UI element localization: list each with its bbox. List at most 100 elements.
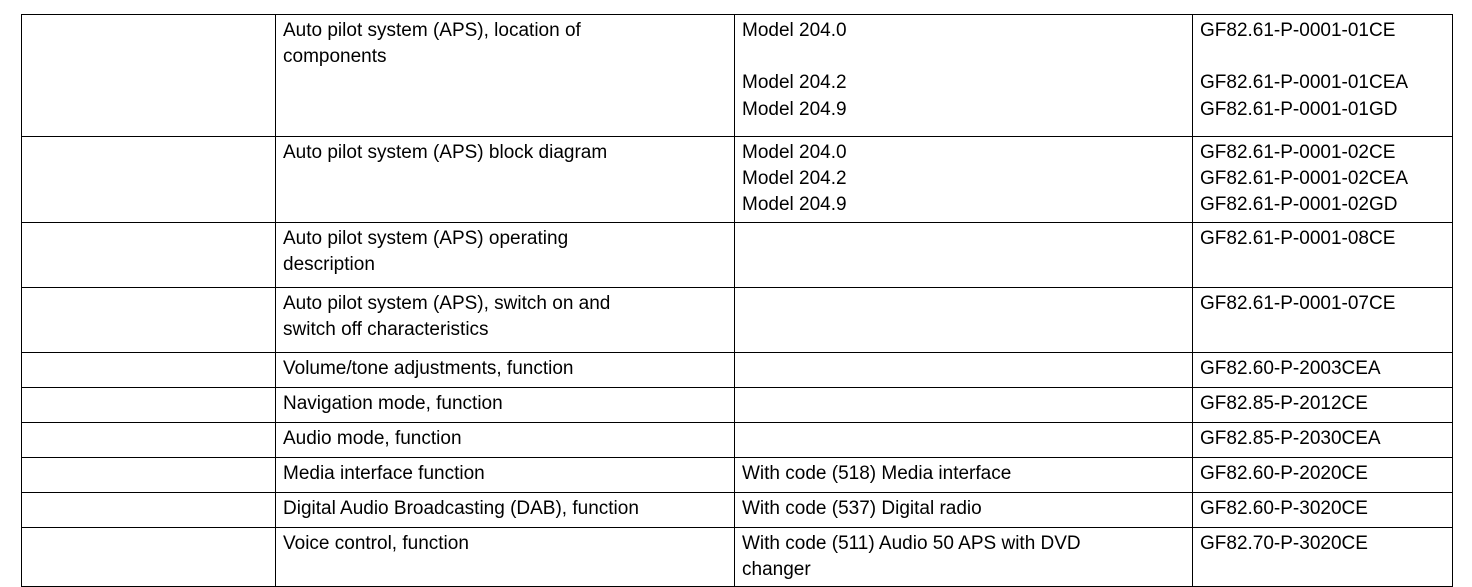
- cell-model: [734, 422, 1193, 458]
- cell-reference: [21, 14, 276, 137]
- cell-document-number: GF82.85-P-2030CEA: [1192, 422, 1453, 458]
- cell-document-number-content: GF82.85-P-2030CEA: [1200, 426, 1446, 452]
- cell-title-content: Auto pilot system (APS) block diagram: [283, 140, 728, 166]
- cell-title-content: Volume/tone adjustments, function: [283, 356, 728, 382]
- cell-document-number: GF82.61-P-0001-08CE: [1192, 222, 1453, 288]
- cell-document-number: GF82.60-P-3020CE: [1192, 492, 1453, 528]
- cell-title: Auto pilot system (APS) operating descrip…: [275, 222, 735, 288]
- text-line: Auto pilot system (APS), location of: [283, 20, 581, 41]
- text-line: GF82.60-P-2003CEA: [1200, 358, 1381, 379]
- table-row: Digital Audio Broadcasting (DAB), functi…: [21, 492, 1453, 528]
- cell-reference: [21, 492, 276, 528]
- text-line: Model 204.0: [742, 20, 847, 41]
- text-line: GF82.61-P-0001-02CE: [1200, 142, 1396, 163]
- cell-title-content: Auto pilot system (APS) operating descrip…: [283, 226, 728, 278]
- cell-document-number-content: GF82.85-P-2012CE: [1200, 391, 1446, 417]
- cell-title: Media interface function: [275, 457, 735, 493]
- cell-document-number: GF82.61-P-0001-02CE GF82.61-P-0001-02CEA G…: [1192, 136, 1453, 223]
- table-body: Auto pilot system (APS), location of comp…: [21, 14, 1453, 587]
- text-line: Model 204.9: [742, 98, 847, 120]
- cell-title-content: Auto pilot system (APS), location of comp…: [283, 18, 728, 70]
- text-line: Model 204.2: [742, 168, 847, 190]
- table-row: Voice control, function With code (511) A…: [21, 526, 1453, 587]
- text-line: With code (537) Digital radio: [742, 498, 982, 519]
- table-row: Volume/tone adjustments, function GF82.60…: [21, 352, 1453, 388]
- cell-model: With code (537) Digital radio: [734, 492, 1193, 528]
- text-line: GF82.61-P-0001-07CE: [1200, 293, 1396, 314]
- text-line: GF82.61-P-0001-02CEA: [1200, 168, 1409, 190]
- text-line: Navigation mode, function: [283, 393, 503, 414]
- text-line: Digital Audio Broadcasting (DAB), functi…: [283, 498, 639, 519]
- cell-reference: [21, 352, 276, 388]
- cell-document-number-content: GF82.61-P-0001-08CE: [1200, 226, 1446, 252]
- text-line: GF82.60-P-2020CE: [1200, 463, 1368, 484]
- table-row: Auto pilot system (APS) operating descrip…: [21, 222, 1453, 288]
- cell-document-number: GF82.85-P-2012CE: [1192, 387, 1453, 423]
- cell-document-number: GF82.60-P-2003CEA: [1192, 352, 1453, 388]
- cell-reference: [21, 287, 276, 353]
- text-line: Voice control, function: [283, 533, 469, 554]
- cell-title: Voice control, function: [275, 526, 735, 587]
- text-line: description: [283, 254, 375, 276]
- cell-document-number: GF82.60-P-2020CE: [1192, 457, 1453, 493]
- cell-title-content: Digital Audio Broadcasting (DAB), functi…: [283, 496, 728, 522]
- cell-title: Auto pilot system (APS), location of comp…: [275, 14, 735, 137]
- table-row: Navigation mode, function GF82.85-P-2012C…: [21, 387, 1453, 423]
- cell-document-number-content: GF82.61-P-0001-01CE GF82.61-P-0001-01CEA…: [1200, 18, 1446, 123]
- text-line: GF82.85-P-2012CE: [1200, 393, 1368, 414]
- cell-model: [734, 387, 1193, 423]
- cell-title: Digital Audio Broadcasting (DAB), functi…: [275, 492, 735, 528]
- cell-title: Auto pilot system (APS) block diagram: [275, 136, 735, 223]
- document-page: Auto pilot system (APS), location of comp…: [21, 14, 1453, 587]
- cell-document-number-content: GF82.60-P-3020CE: [1200, 496, 1446, 522]
- text-line: GF82.60-P-3020CE: [1200, 498, 1368, 519]
- text-line: Audio mode, function: [283, 428, 462, 449]
- cell-document-number-content: GF82.60-P-2003CEA: [1200, 356, 1446, 382]
- text-line: Model 204.0: [742, 142, 847, 163]
- cell-model: [734, 352, 1193, 388]
- cell-document-number-content: GF82.60-P-2020CE: [1200, 461, 1446, 487]
- text-line: components: [283, 46, 387, 68]
- text-line: Model 204.2: [742, 72, 847, 94]
- cell-document-number-content: GF82.61-P-0001-07CE: [1200, 291, 1446, 317]
- cell-document-number-content: GF82.61-P-0001-02CE GF82.61-P-0001-02CEA G…: [1200, 140, 1446, 219]
- cell-reference: [21, 222, 276, 288]
- cell-model-content: With code (518) Media interface: [742, 461, 1186, 487]
- text-line: GF82.85-P-2030CEA: [1200, 428, 1381, 449]
- cell-title-content: Media interface function: [283, 461, 728, 487]
- text-line: GF82.61-P-0001-01GD: [1200, 98, 1398, 120]
- cell-title-content: Audio mode, function: [283, 426, 728, 452]
- cell-title-content: Navigation mode, function: [283, 391, 728, 417]
- cell-document-number-content: GF82.70-P-3020CE: [1200, 531, 1446, 557]
- cell-title: Audio mode, function: [275, 422, 735, 458]
- table-row: Audio mode, function GF82.85-P-2030CEA: [21, 422, 1453, 458]
- table-row: Media interface function With code (518) …: [21, 457, 1453, 493]
- cell-model: [734, 222, 1193, 288]
- cell-title-content: Voice control, function: [283, 531, 728, 557]
- cell-model: With code (518) Media interface: [734, 457, 1193, 493]
- cell-title: Navigation mode, function: [275, 387, 735, 423]
- text-line: Volume/tone adjustments, function: [283, 358, 574, 379]
- text-line: GF82.70-P-3020CE: [1200, 533, 1368, 554]
- text-line: GF82.61-P-0001-01CEA: [1200, 72, 1409, 94]
- text-line: GF82.61-P-0001-01CE: [1200, 20, 1396, 41]
- text-line: GF82.61-P-0001-02GD: [1200, 194, 1398, 216]
- cell-reference: [21, 526, 276, 587]
- text-line: With code (518) Media interface: [742, 463, 1012, 484]
- cell-reference: [21, 422, 276, 458]
- cell-document-number: GF82.70-P-3020CE: [1192, 526, 1453, 587]
- text-line: Auto pilot system (APS) operating: [283, 228, 569, 249]
- cell-document-number: GF82.61-P-0001-07CE: [1192, 287, 1453, 353]
- text-line: With code (511) Audio 50 APS with DVD: [742, 533, 1081, 554]
- cell-model: [734, 287, 1193, 353]
